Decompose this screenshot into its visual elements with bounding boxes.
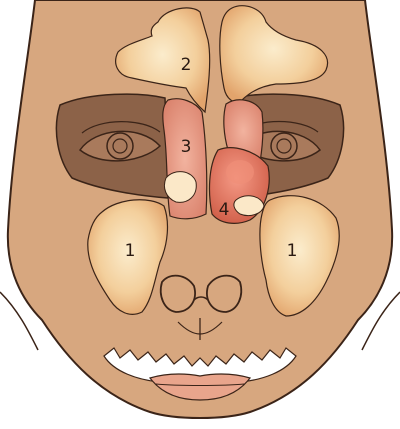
label-ethmoid: 3 (181, 137, 192, 157)
sphenoid-highlight (226, 160, 254, 184)
label-maxillary-left: 1 (125, 241, 136, 261)
label-frontal: 2 (181, 55, 192, 75)
label-sphenoid: 4 (219, 200, 230, 220)
label-maxillary-right: 1 (287, 241, 298, 261)
ethmoid-small-cell (164, 172, 196, 203)
sphenoid-small-cell (234, 196, 264, 216)
